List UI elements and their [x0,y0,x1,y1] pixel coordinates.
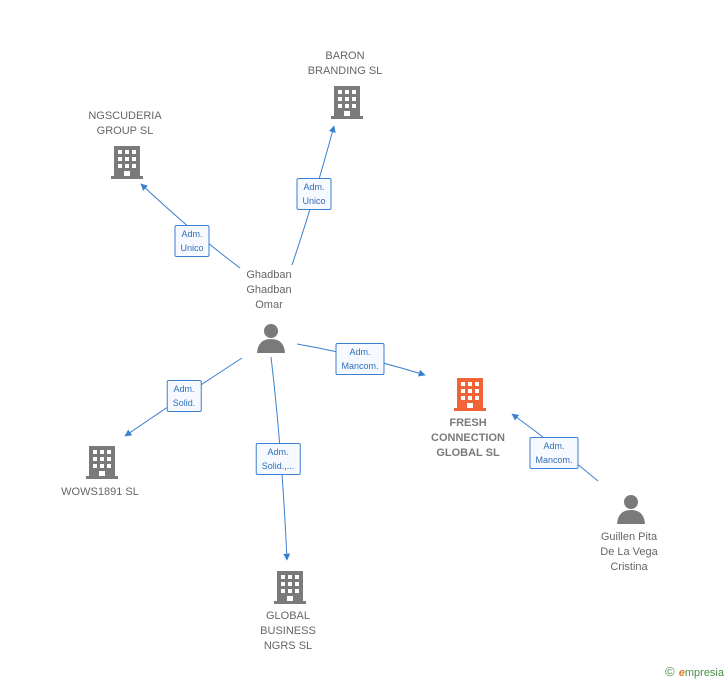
node-label-wows[interactable]: WOWS1891 SL [61,486,139,498]
building-icon[interactable] [111,144,143,180]
node-label-fresh[interactable]: FRESH CONNECTION GLOBAL SL [431,417,505,459]
copyright-icon: © [665,664,675,679]
node-label-ngscuderia[interactable]: NGSCUDERIA GROUP SL [88,110,162,137]
edge-label-guillen: Adm. Mancom. [529,437,579,469]
edge-label-baron: Adm. Unico [296,178,332,210]
edge-label-wows: Adm. Solid. [166,380,202,412]
node-label-ghadban[interactable]: Ghadban Ghadban Omar [246,269,292,311]
brand-logo-text: mpresia [684,667,724,679]
building-icon[interactable] [331,84,363,120]
building-icon-highlight[interactable] [454,376,486,412]
edge-label-fresh: Adm. Mancom. [335,343,385,375]
person-icon[interactable] [616,494,646,524]
building-icon[interactable] [274,569,306,605]
brand-footer: ©empresia [665,664,724,679]
node-label-baron[interactable]: BARON BRANDING SL [307,50,383,77]
edge-label-ngscuderia: Adm. Unico [174,225,210,257]
node-label-global[interactable]: GLOBAL BUSINESS NGRS SL [260,610,316,652]
node-label-guillen[interactable]: Guillen Pita De La Vega Cristina [600,531,658,573]
building-icon[interactable] [86,444,118,480]
person-icon[interactable] [256,323,286,353]
edge-label-global: Adm. Solid.,... [255,443,301,475]
brand-logo-e: e [678,667,685,679]
